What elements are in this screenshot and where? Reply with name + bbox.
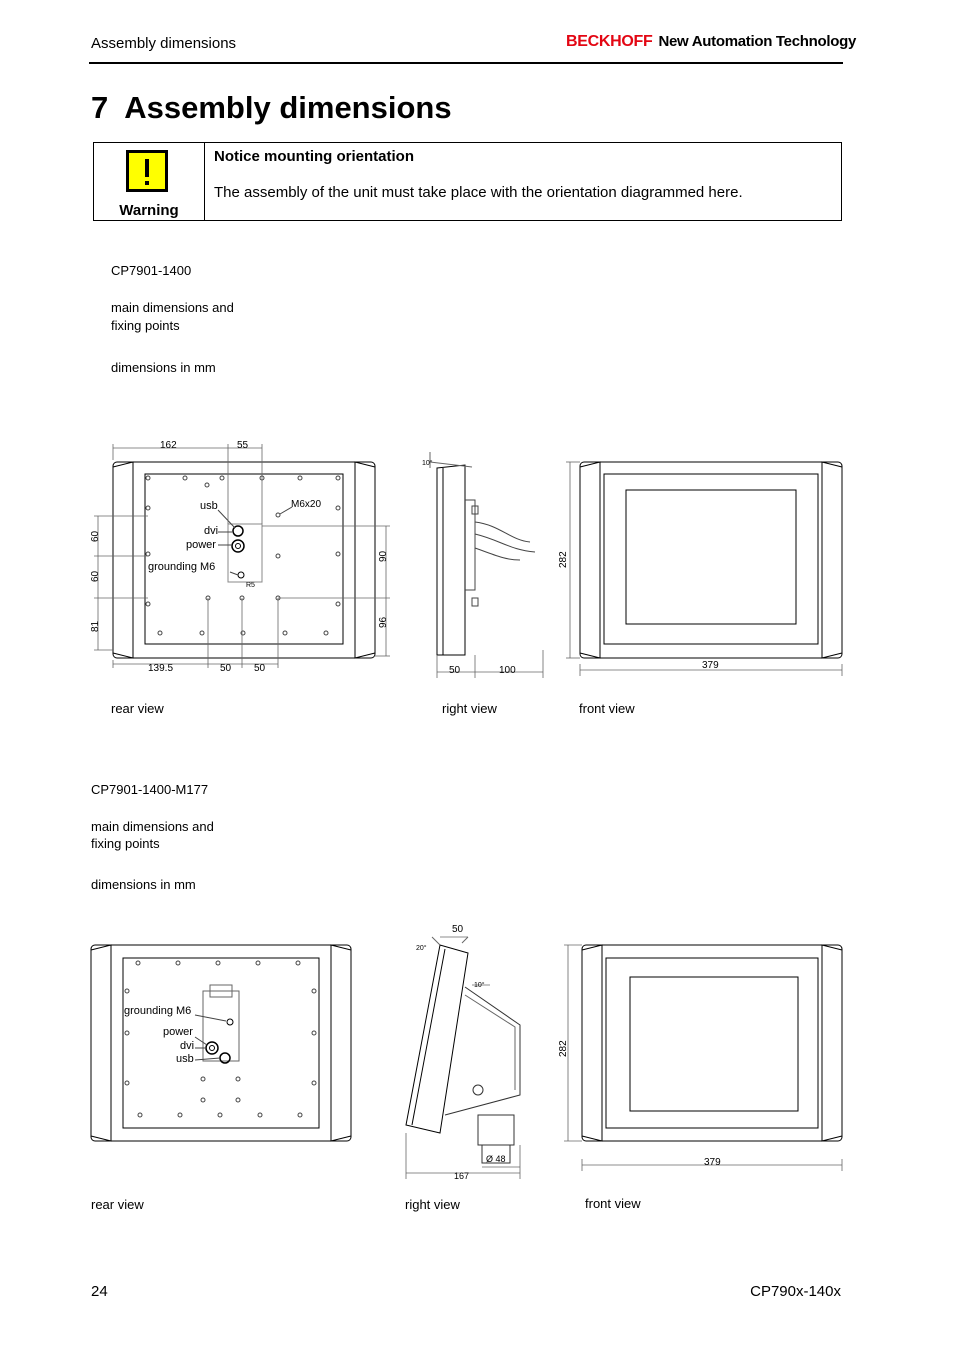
chapter-heading: Assembly dimensions [124, 90, 452, 125]
dim-60b: 60 [90, 570, 101, 582]
header-section-title: Assembly dimensions [91, 35, 237, 52]
drawing1-model: CP7901-1400 [111, 263, 192, 278]
document-id: CP790x-140x [750, 1283, 841, 1300]
dim-60a: 60 [90, 530, 101, 542]
label-power: power [186, 539, 216, 551]
drawing2-rear-view [90, 944, 352, 1142]
label-angle-10: 10° [422, 459, 433, 467]
drawing1-front-view [566, 461, 843, 676]
drawing1-caption-line2: fixing points [111, 318, 180, 333]
drawing2-rear-view-label: rear view [91, 1197, 144, 1212]
label2-angle-10: 10° [474, 981, 485, 989]
chapter-title: 7 Assembly dimensions [91, 90, 452, 126]
header-rule [89, 62, 843, 64]
warning-icon-cell: Warning [94, 143, 205, 220]
dim-50c: 50 [449, 665, 461, 676]
notice-text: The assembly of the unit must take place… [214, 184, 743, 201]
chapter-number: 7 [91, 90, 109, 125]
label2-diameter: Ø 48 [486, 1154, 506, 1164]
dim-90: 90 [378, 550, 389, 562]
dim-55: 55 [237, 440, 249, 451]
drawing2-technical-drawing: grounding M6 power dvi usb 50 20° 10° Ø … [90, 924, 843, 1181]
drawing2-model: CP7901-1400-M177 [91, 782, 209, 797]
warning-icon [126, 150, 168, 192]
drawing1-units: dimensions in mm [111, 360, 216, 375]
dim-162: 162 [160, 440, 177, 451]
label2-power: power [163, 1026, 193, 1038]
label-screw: M6x20 [291, 499, 321, 510]
drawing2-front-view [564, 944, 843, 1171]
dim-81: 81 [90, 620, 101, 632]
dim-139-5: 139.5 [148, 663, 173, 674]
brand-logo: BECKHOFF New Automation Technology [566, 33, 856, 51]
drawing1-caption-line1: main dimensions and [111, 300, 234, 315]
drawing2-caption-line1: main dimensions and [91, 819, 214, 834]
dim2-167: 167 [454, 1171, 469, 1181]
drawing1-technical-drawing: 162 55 usb dvi power grounding M6 M6x20 … [90, 440, 843, 678]
notice-title: Notice mounting orientation [214, 148, 414, 165]
drawing1-rear-view-label: rear view [111, 701, 164, 716]
drawing2-right-view-label: right view [405, 1197, 460, 1212]
dim-96: 96 [378, 616, 389, 628]
warning-label: Warning [119, 202, 179, 219]
warning-notice: Warning Notice mounting orientation The … [93, 142, 842, 221]
drawing2-front-view-label: front view [585, 1196, 641, 1211]
dim-379: 379 [702, 660, 719, 671]
drawing2-right-view [405, 936, 521, 1179]
drawing2-caption-line2: fixing points [91, 836, 160, 851]
dim2-282: 282 [558, 1040, 569, 1057]
dim-50b: 50 [254, 663, 266, 674]
label2-dvi: dvi [180, 1040, 194, 1052]
dim-100: 100 [499, 665, 516, 676]
label-r5: R5 [246, 582, 255, 589]
drawing2-units: dimensions in mm [91, 877, 196, 892]
label2-angle-20: 20° [416, 944, 427, 952]
label2-usb: usb [176, 1053, 194, 1065]
drawing1-front-view-label: front view [579, 701, 635, 716]
page-number: 24 [91, 1283, 108, 1300]
dim2-50: 50 [452, 924, 464, 935]
dim-50a: 50 [220, 663, 232, 674]
brand-tagline: New Automation Technology [658, 33, 856, 50]
label-usb: usb [200, 500, 218, 512]
label2-grounding: grounding M6 [124, 1005, 191, 1017]
drawing1-right-view-label: right view [442, 701, 497, 716]
drawing1-right-view [429, 452, 544, 678]
dim2-379: 379 [704, 1157, 721, 1168]
dim-282: 282 [558, 551, 569, 568]
label-grounding: grounding M6 [148, 561, 215, 573]
drawing1-rear-view [94, 444, 390, 668]
brand-name: BECKHOFF [566, 33, 653, 50]
label-dvi: dvi [204, 525, 218, 537]
